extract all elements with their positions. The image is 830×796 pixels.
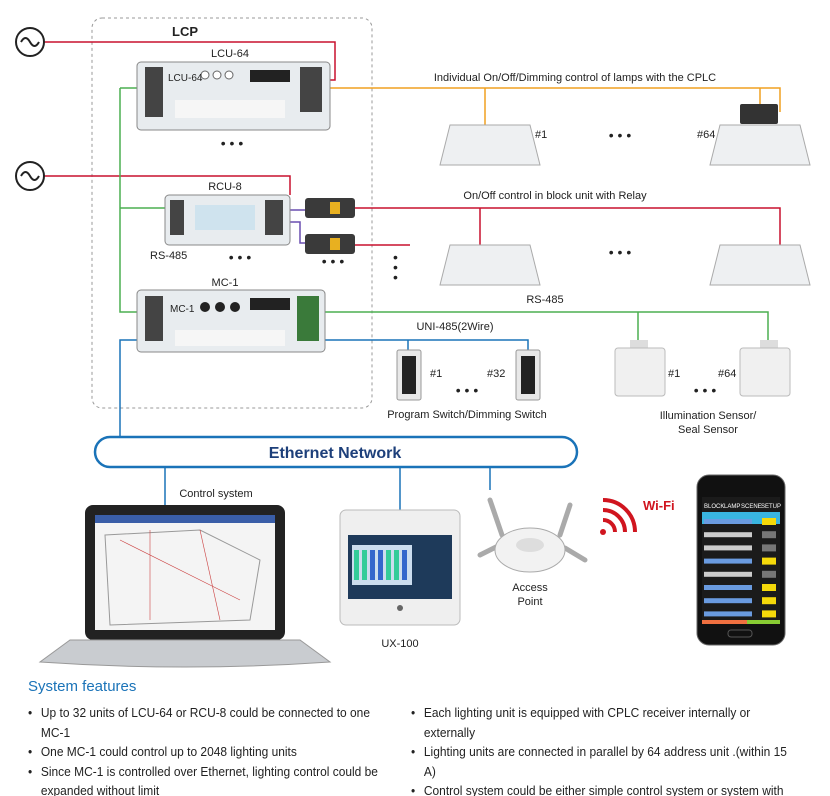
phone-row-toggle[interactable]	[762, 597, 776, 605]
ellipsis: • • •	[456, 382, 479, 398]
switch-last-label: #32	[487, 368, 505, 380]
lcu-64-device: LCU-64	[136, 61, 331, 131]
phone-row-bar	[704, 532, 752, 538]
phone-tab-setup[interactable]: SETUP	[761, 504, 781, 510]
wifi-icon	[600, 498, 637, 535]
ac-power-icon	[15, 27, 45, 57]
phone-row-bar	[704, 585, 752, 590]
ellipsis: • • •	[322, 253, 345, 269]
phone-row-toggle[interactable]	[762, 557, 776, 565]
ux-100-label: UX-100	[381, 638, 418, 650]
relay-label: On/Off control in block unit with Relay	[463, 190, 647, 202]
phone-block-list	[704, 518, 776, 618]
sensor-caption-1: Illumination Sensor/	[660, 410, 758, 422]
feature-item: Lighting units are connected in parallel…	[411, 742, 795, 781]
svg-text:LCU-64: LCU-64	[168, 73, 203, 84]
cplc-label: Individual On/Off/Dimming control of lam…	[434, 72, 716, 84]
sensor-caption-2: Seal Sensor	[678, 424, 738, 436]
feature-item: Since MC-1 is controlled over Ethernet, …	[28, 762, 380, 796]
features-right-list: Each lighting unit is equipped with CPLC…	[411, 703, 828, 796]
ux-100-panel	[339, 509, 461, 626]
wall-switch	[515, 349, 541, 401]
phone-tab-lamp[interactable]: LAMP	[724, 504, 740, 510]
sensor-first-label: #1	[668, 368, 680, 380]
wall-switch	[396, 349, 422, 401]
lamp-last-label: #64	[697, 129, 715, 141]
lamp-panel	[439, 124, 541, 166]
phone-row-toggle[interactable]	[762, 544, 776, 552]
phone-tab-block[interactable]: BLOCK	[704, 504, 724, 510]
rs485-left-label: RS-485	[150, 250, 187, 262]
lamp-panel	[709, 124, 811, 166]
cplc-line	[320, 87, 781, 125]
phone-tab-scene[interactable]: SCENE	[741, 504, 762, 510]
relay-module	[305, 234, 355, 254]
feature-item: Each lighting unit is equipped with CPLC…	[411, 703, 795, 742]
switch-caption: Program Switch/Dimming Switch	[387, 409, 547, 421]
phone-row-bar	[704, 519, 752, 524]
relay-module	[305, 198, 355, 218]
control-system-label: Control system	[179, 488, 252, 500]
sensor-last-label: #64	[718, 368, 736, 380]
lamp-panel	[709, 244, 811, 286]
rcu-8-device	[164, 194, 291, 246]
lamp-panel	[439, 244, 541, 286]
phone-row-bar	[704, 571, 752, 577]
ellipsis: • • •	[609, 127, 632, 143]
ethernet-drops	[164, 467, 491, 510]
lcp-label: LCP	[172, 24, 198, 39]
illumination-sensor	[614, 340, 666, 397]
illumination-sensor	[739, 340, 791, 397]
lamp-first-label: #1	[535, 129, 547, 141]
phone-row-bar	[704, 598, 752, 604]
cplc-receiver	[740, 104, 778, 124]
phone-row-bar	[704, 611, 752, 617]
uni485-line	[119, 339, 529, 437]
mc-1-label: MC-1	[212, 277, 239, 289]
system-features: System features Up to 32 units of LCU-64…	[28, 678, 828, 796]
mc-1-device: MC-1	[136, 289, 326, 353]
phone-row-toggle[interactable]	[762, 518, 776, 525]
access-point-label-2: Point	[517, 596, 542, 608]
features-left-list: Up to 32 units of LCU-64 or RCU-8 could …	[28, 703, 411, 796]
feature-item: Up to 32 units of LCU-64 or RCU-8 could …	[28, 703, 380, 742]
laptop	[38, 505, 332, 668]
phone-row-bar	[704, 545, 752, 551]
lcu-64-label: LCU-64	[211, 48, 249, 60]
ethernet-network-bus	[93, 435, 579, 469]
phone-row-bar	[704, 558, 752, 564]
feature-item: Control system could be either simple co…	[411, 781, 795, 796]
uni485-label: UNI-485(2Wire)	[416, 321, 493, 333]
ellipsis: • • •	[609, 244, 632, 260]
ellipsis: • • •	[229, 249, 252, 265]
ellipsis: • • •	[221, 135, 244, 151]
ellipsis: • • •	[694, 382, 717, 398]
rs485-line	[119, 87, 769, 340]
wifi-label: Wi-Fi	[643, 498, 675, 513]
svg-text:MC-1: MC-1	[170, 304, 195, 315]
phone-row-toggle[interactable]	[762, 531, 776, 539]
access-point-label-1: Access	[512, 582, 548, 594]
feature-item: One MC-1 could control up to 2048 lighti…	[28, 742, 380, 762]
phone-row-toggle[interactable]	[762, 584, 776, 591]
rs485-label: RS-485	[526, 294, 563, 306]
phone-row-toggle[interactable]	[762, 610, 776, 618]
features-title: System features	[28, 678, 137, 695]
ellipsis-vertical: •••	[393, 249, 398, 285]
ethernet-label: Ethernet Network	[269, 445, 402, 462]
switch-first-label: #1	[430, 368, 442, 380]
rcu-8-label: RCU-8	[208, 181, 242, 193]
phone-row-toggle[interactable]	[762, 570, 776, 578]
access-point	[477, 497, 588, 573]
ac-power-icon	[15, 161, 45, 191]
